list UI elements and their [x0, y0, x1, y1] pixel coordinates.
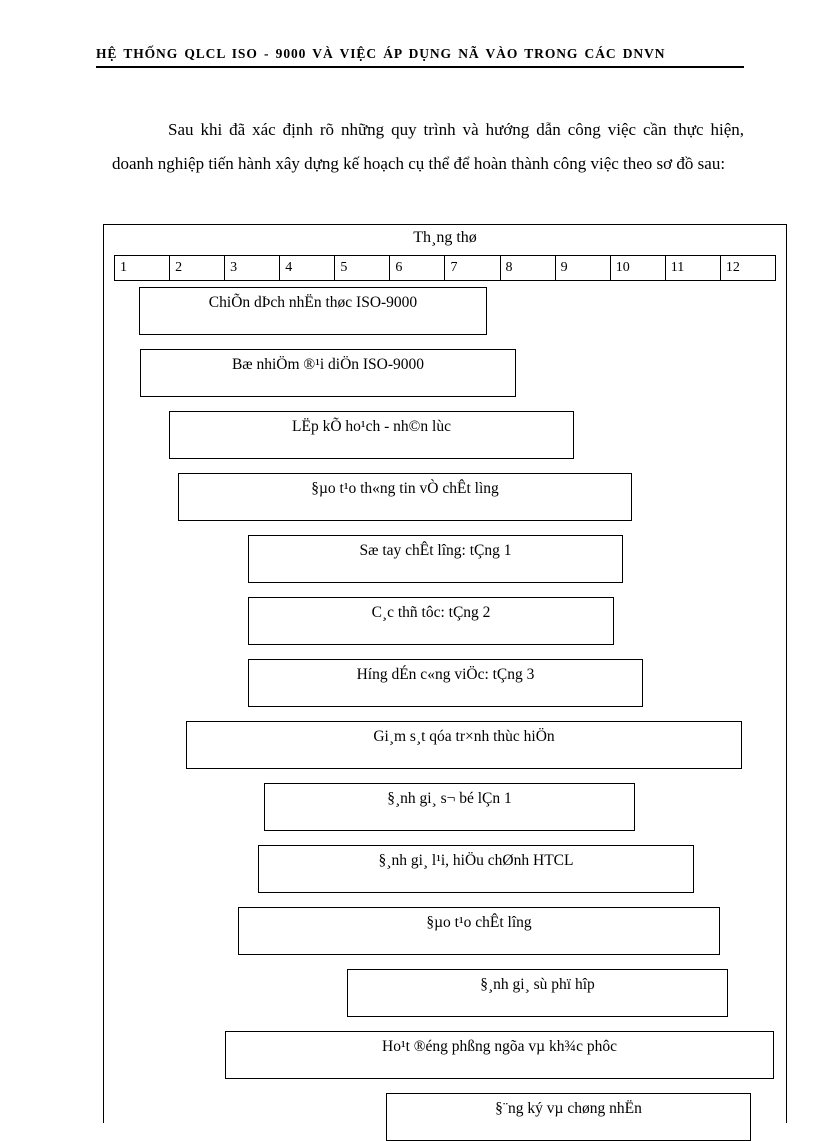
gantt-bar-label: §µo t¹o th«ng tin vÒ chÊt lìng — [311, 480, 499, 497]
body-paragraph: Sau khi đã xác định rõ những quy trình v… — [112, 120, 744, 173]
month-cell-8: 8 — [501, 256, 556, 280]
month-cell-2: 2 — [170, 256, 226, 280]
gantt-bar: §¸nh gi¸ l¹i, hiÖu chØnh HTCL — [258, 845, 694, 893]
gantt-bar: Híng dÉn c«ng viÖc: tÇng 3 — [248, 659, 643, 707]
gantt-bar-label: Sæ tay chÊt lîng: tÇng 1 — [359, 542, 512, 559]
month-cell-3: 3 — [225, 256, 281, 280]
gantt-bar-label: LËp kÕ ho¹ch - nh©n lùc — [292, 418, 451, 435]
chart-title: Th¸ng thø — [413, 229, 477, 246]
gantt-bar-label: §¨ng ký vµ chøng nhËn — [495, 1100, 642, 1117]
gantt-bar-label: C¸c thñ tôc: tÇng 2 — [371, 604, 491, 621]
gantt-bar-label: §¸nh gi¸ l¹i, hiÖu chØnh HTCL — [378, 852, 574, 869]
gantt-bar: §µo t¹o chÊt lîng — [238, 907, 720, 955]
month-cell-1: 1 — [115, 256, 171, 280]
gantt-bar: Sæ tay chÊt lîng: tÇng 1 — [248, 535, 623, 583]
gantt-bar-label: Híng dÉn c«ng viÖc: tÇng 3 — [356, 666, 535, 683]
gantt-bar: §µo t¹o th«ng tin vÒ chÊt lìng — [178, 473, 632, 521]
gantt-bar-label: ChiÕn dÞch nhËn thøc ISO-9000 — [208, 294, 418, 311]
month-cell-11: 11 — [666, 256, 721, 280]
month-cell-4: 4 — [280, 256, 336, 280]
gantt-bar: §¸nh gi¸ sù phï hîp — [347, 969, 728, 1017]
gantt-bar: LËp kÕ ho¹ch - nh©n lùc — [169, 411, 574, 459]
month-cell-7: 7 — [445, 256, 501, 280]
page-running-header: HỆ THỐNG QLCL ISO - 9000 VÀ VIỆC ÁP DỤNG… — [96, 46, 744, 68]
gantt-bars-layer: ChiÕn dÞch nhËn thøc ISO-9000 Bæ nhiÖm ®¹… — [114, 287, 776, 1141]
gantt-bar-label: Gi¸m s¸t qóa tr×nh thùc hiÖn — [373, 728, 555, 745]
gantt-bar: §¸nh gi¸ s¬ bé lÇn 1 — [264, 783, 635, 831]
gantt-bar-label: Bæ nhiÖm ®¹i diÖn ISO-9000 — [231, 356, 425, 373]
month-cell-10: 10 — [611, 256, 666, 280]
gantt-bar: ChiÕn dÞch nhËn thøc ISO-9000 — [139, 287, 487, 335]
gantt-bar-label: Ho¹t ®éng phßng ngõa vµ kh¾c phôc — [382, 1038, 617, 1055]
month-cell-9: 9 — [556, 256, 611, 280]
gantt-bar: C¸c thñ tôc: tÇng 2 — [248, 597, 614, 645]
gantt-bar: Gi¸m s¸t qóa tr×nh thùc hiÖn — [186, 721, 742, 769]
month-cell-5: 5 — [335, 256, 391, 280]
month-cell-6: 6 — [390, 256, 446, 280]
page-header-title: HỆ THỐNG QLCL ISO - 9000 VÀ VIỆC ÁP DỤNG… — [96, 46, 666, 61]
gantt-bar: Ho¹t ®éng phßng ngõa vµ kh¾c phôc — [225, 1031, 774, 1079]
month-cell-12: 12 — [725, 260, 740, 275]
gantt-bar: §¨ng ký vµ chøng nhËn — [386, 1093, 751, 1141]
gantt-bar-label: §µo t¹o chÊt lîng — [426, 914, 532, 931]
gantt-bar: Bæ nhiÖm ®¹i diÖn ISO-9000 — [140, 349, 516, 397]
gantt-bar-label: §¸nh gi¸ sù phï hîp — [480, 976, 595, 993]
gantt-bar-label: §¸nh gi¸ s¬ bé lÇn 1 — [387, 790, 512, 807]
